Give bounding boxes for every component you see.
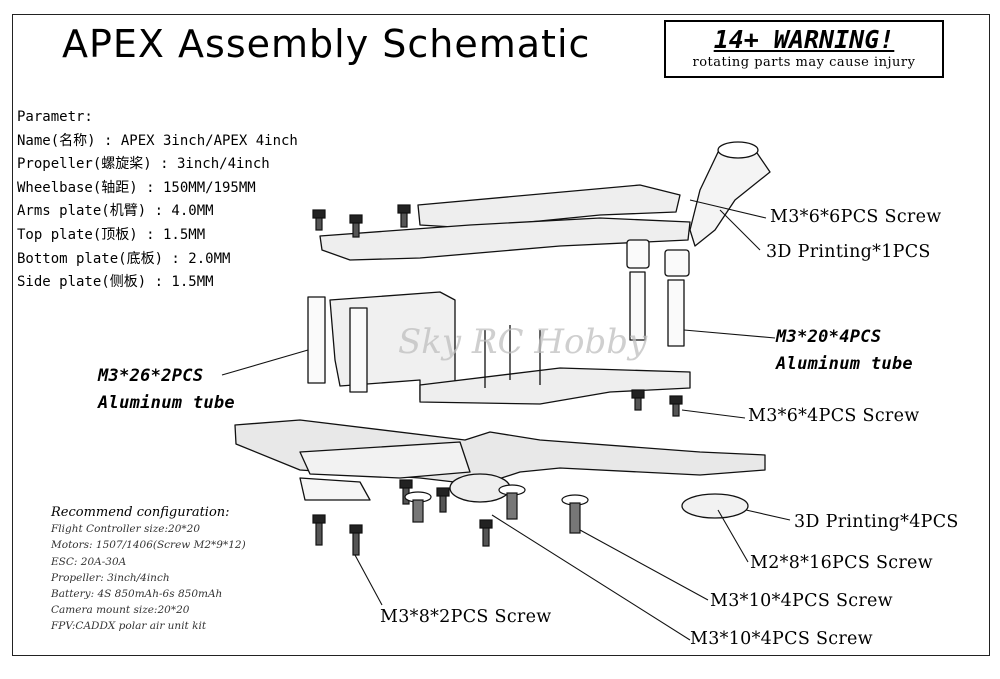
tube-20-left bbox=[629, 271, 646, 341]
screw bbox=[312, 209, 326, 219]
callout-tube-26-b: Aluminum tube bbox=[98, 393, 235, 413]
parameter-top-plate: Top plate(顶板) : 1.5MM bbox=[17, 226, 206, 243]
recommend-line: Motors: 1507/1406(Screw M2*9*12) bbox=[51, 539, 246, 552]
recommend-line: Propeller: 3inch/4inch bbox=[51, 571, 170, 584]
parameter-name: Name(名称) : APEX 3inch/APEX 4inch bbox=[17, 132, 298, 149]
callout-tube-26-a: M3*26*2PCS bbox=[98, 366, 204, 386]
callout-tube-20-a: M3*20*4PCS bbox=[776, 327, 882, 347]
recommend-line: ESC: 20A-30A bbox=[51, 555, 127, 568]
antenna-mount bbox=[689, 147, 771, 247]
parameter-propeller: Propeller(螺旋桨) : 3inch/4inch bbox=[17, 156, 270, 173]
camera-mount bbox=[299, 477, 371, 501]
screw bbox=[399, 479, 413, 489]
recommend-line: Camera mount size:20*20 bbox=[51, 604, 190, 617]
callout-screw-6: M3*6*4PCS Screw bbox=[748, 406, 920, 426]
mid-plate bbox=[419, 367, 691, 405]
recommend-config: Recommend configuration: Flight Controll… bbox=[51, 505, 246, 635]
parameter-arms-plate: Arms plate(机臂) : 4.0MM bbox=[17, 203, 214, 220]
standoff-block-left bbox=[626, 239, 650, 269]
screw bbox=[479, 519, 493, 529]
tube-26-right bbox=[349, 307, 368, 393]
parameter-bottom-plate: Bottom plate(底板) : 2.0MM bbox=[17, 250, 231, 267]
top-plate-lower bbox=[319, 217, 691, 261]
parameter-side-plate: Side plate(侧板) : 1.5MM bbox=[17, 274, 214, 291]
top-plate-upper bbox=[417, 184, 681, 229]
page-title: APEX Assembly Schematic bbox=[62, 22, 591, 66]
screw bbox=[349, 214, 363, 224]
screw bbox=[312, 514, 326, 524]
parameter-heading: Parametr: bbox=[17, 109, 93, 125]
tube-20-right bbox=[667, 279, 685, 347]
recommend-line: Battery: 4S 850mAh-6s 850mAh bbox=[51, 588, 223, 601]
motor-print bbox=[681, 493, 749, 519]
callout-screw-10-b: M3*10*4PCS Screw bbox=[690, 629, 873, 649]
callout-screw-m2: M2*8*16PCS Screw bbox=[750, 553, 933, 573]
callout-print-4: 3D Printing*4PCS bbox=[794, 512, 959, 532]
screw bbox=[669, 395, 683, 405]
recommend-heading: Recommend configuration: bbox=[51, 505, 230, 520]
callout-screw-10-a: M3*10*4PCS Screw bbox=[710, 591, 893, 611]
parameter-list: Parametr: Name(名称) : APEX 3inch/APEX 4in… bbox=[17, 106, 298, 295]
recommend-line: FPV:CADDX polar air unit kit bbox=[51, 620, 207, 633]
recommend-line: Flight Controller size:20*20 bbox=[51, 523, 201, 536]
callout-tube-20-b: Aluminum tube bbox=[776, 354, 913, 374]
warning-box: 14+ WARNING! rotating parts may cause in… bbox=[664, 20, 944, 78]
screw bbox=[436, 487, 450, 497]
tube-26-left bbox=[307, 296, 326, 384]
watermark: Sky RC Hobby bbox=[398, 322, 648, 362]
screw bbox=[349, 524, 363, 534]
callout-top-screw: M3*6*6PCS Screw bbox=[770, 207, 942, 227]
callout-screw-8: M3*8*2PCS Screw bbox=[380, 607, 552, 627]
screw bbox=[397, 204, 411, 214]
diagram-frame bbox=[12, 14, 990, 656]
warning-subtext: rotating parts may cause injury bbox=[692, 55, 916, 70]
screw bbox=[631, 389, 645, 399]
warning-heading: 14+ WARNING! bbox=[713, 25, 895, 54]
parameter-wheelbase: Wheelbase(轴距) : 150MM/195MM bbox=[17, 179, 256, 196]
callout-print-1: 3D Printing*1PCS bbox=[766, 242, 931, 262]
standoff-block-right bbox=[664, 249, 690, 277]
